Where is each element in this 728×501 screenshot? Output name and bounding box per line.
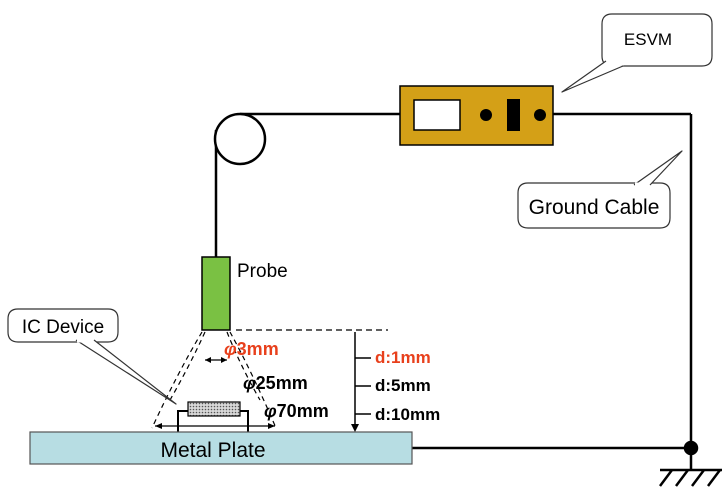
probe-label: Probe (237, 261, 288, 282)
cable-wiring (214, 112, 693, 450)
ic-device-label: IC Device (22, 317, 104, 338)
esvm-display (413, 99, 461, 131)
diameter-70mm-label: φ70mm (264, 401, 329, 421)
ic-device-callout: IC Device (7, 308, 177, 405)
esvm-label: ESVM (624, 30, 672, 49)
metal-plate (29, 431, 413, 465)
ground-cable-label: Ground Cable (529, 196, 660, 219)
ground-cable-callout: Ground Cable (517, 150, 683, 229)
ic-device (177, 401, 249, 432)
distance-scale (351, 332, 371, 432)
esvm-knob (480, 109, 492, 121)
ground-symbol (659, 440, 722, 487)
esvm-instrument (399, 85, 554, 146)
diameter-3mm-label: φ3mm (224, 339, 279, 359)
esvm-switch (507, 99, 520, 131)
measurement-cone (151, 331, 277, 429)
probe (201, 256, 231, 331)
distance-1mm-label: d:1mm (375, 348, 431, 367)
phi3-dimension (205, 357, 227, 363)
distance-5mm-label: d:5mm (375, 376, 431, 395)
cable-coil (213, 112, 267, 166)
diameter-25mm-label: φ25mm (243, 373, 308, 393)
distance-10mm-label: d:10mm (375, 405, 440, 424)
metal-plate-label: Metal Plate (160, 439, 265, 462)
esvm-callout: ESVM (561, 13, 713, 93)
esvm-terminal (534, 109, 546, 121)
plate-width-dimension (155, 423, 275, 429)
